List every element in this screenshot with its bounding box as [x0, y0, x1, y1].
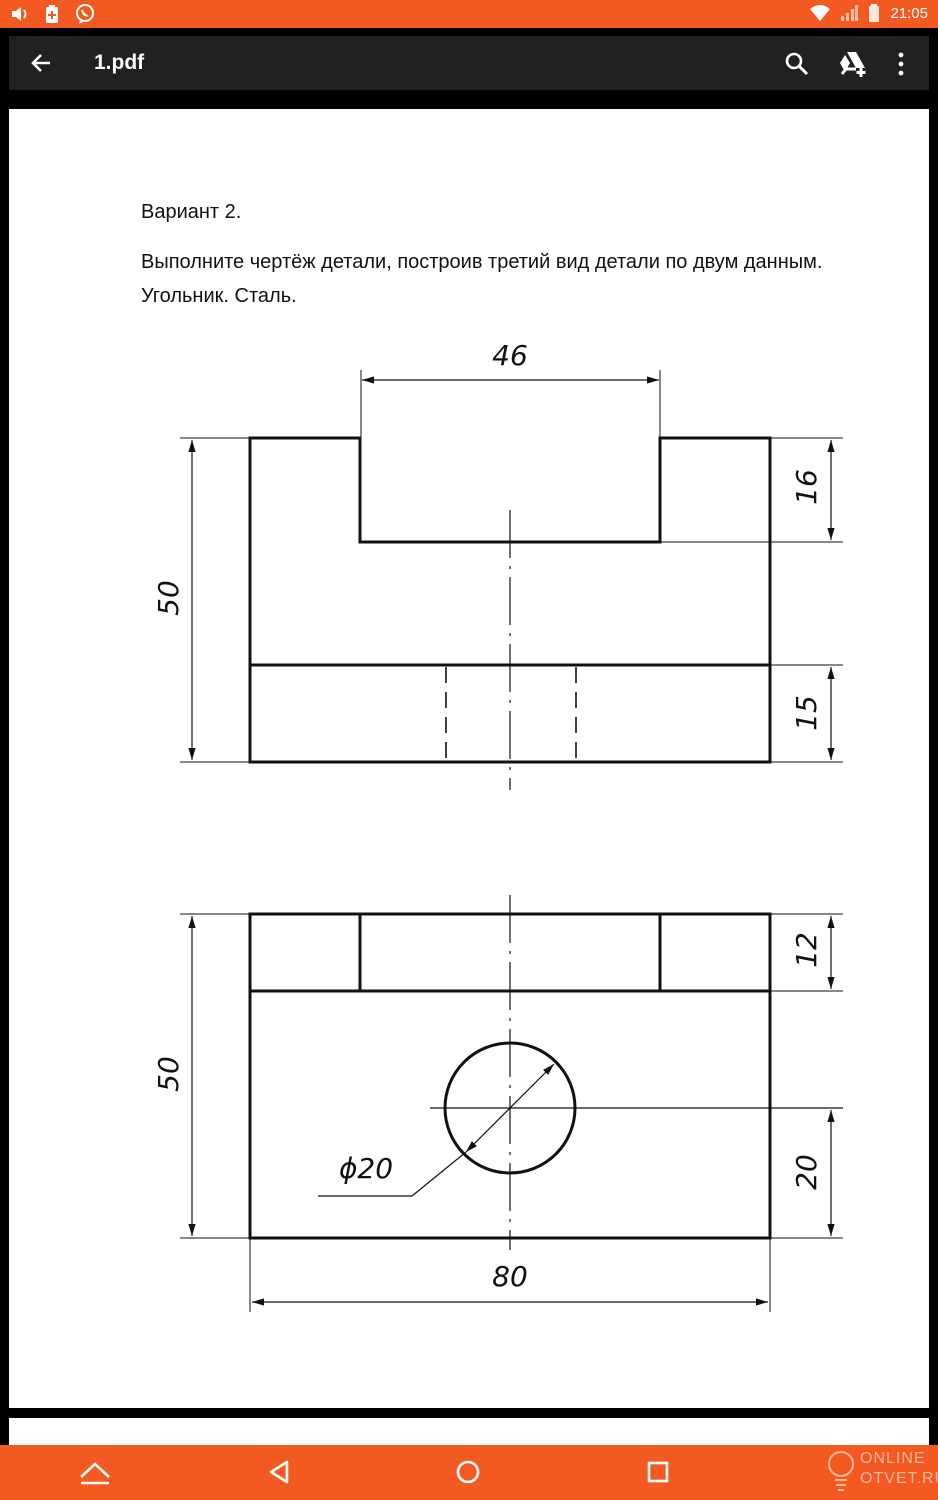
- wifi-icon: [810, 5, 831, 21]
- battery-plus-icon: [44, 4, 60, 24]
- back-triangle-icon[interactable]: [263, 1457, 297, 1487]
- signal-icon: [840, 5, 859, 21]
- dim-label-15: 15: [790, 695, 823, 731]
- document-title: 1.pdf: [94, 51, 145, 74]
- viber-icon: [74, 3, 96, 25]
- more-vert-icon[interactable]: [893, 51, 909, 77]
- lightbulb-icon: [828, 1451, 854, 1491]
- technical-drawing: 46 50 16 15 50 12 20 ϕ20 80: [152, 339, 843, 1312]
- dim-label-16: 16: [790, 469, 823, 505]
- back-arrow-icon[interactable]: [27, 49, 55, 77]
- app-toolbar: 1.pdf: [9, 36, 929, 90]
- watermark: ONLINE OTVET.RU: [826, 1448, 938, 1496]
- recents-square-icon[interactable]: [641, 1457, 675, 1487]
- next-pdf-page[interactable]: [9, 1418, 929, 1448]
- dim-label-46: 46: [492, 339, 528, 372]
- navigation-bar: [0, 1445, 938, 1500]
- home-circle-icon[interactable]: [451, 1457, 485, 1487]
- variant-heading: Вариант 2.: [141, 201, 242, 223]
- status-left-icons: [10, 3, 96, 25]
- dim-label-50-front: 50: [152, 580, 185, 616]
- battery-icon: [868, 4, 880, 22]
- drive-add-icon[interactable]: [838, 50, 868, 78]
- part-description: Угольник. Сталь.: [141, 285, 297, 307]
- status-bar: 21:05: [0, 0, 938, 28]
- dim-label-20: 20: [790, 1154, 823, 1190]
- pdf-page[interactable]: Вариант 2. Выполните чертёж детали, пост…: [9, 109, 929, 1408]
- watermark-line2: OTVET.RU: [860, 1470, 938, 1487]
- search-icon[interactable]: [784, 51, 810, 77]
- dim-label-diameter: ϕ20: [339, 1152, 393, 1185]
- front-view: [180, 370, 843, 790]
- top-view: [180, 895, 843, 1312]
- collapse-icon[interactable]: [78, 1457, 112, 1487]
- dim-label-12: 12: [790, 932, 823, 968]
- volume-icon: [10, 4, 30, 24]
- task-text: Выполните чертёж детали, построив третий…: [141, 251, 823, 273]
- dim-label-50-top: 50: [152, 1056, 185, 1092]
- dim-label-80: 80: [492, 1260, 528, 1293]
- watermark-line1: ONLINE: [860, 1450, 926, 1467]
- status-right-icons: 21:05: [810, 4, 928, 22]
- status-time: 21:05: [890, 4, 928, 22]
